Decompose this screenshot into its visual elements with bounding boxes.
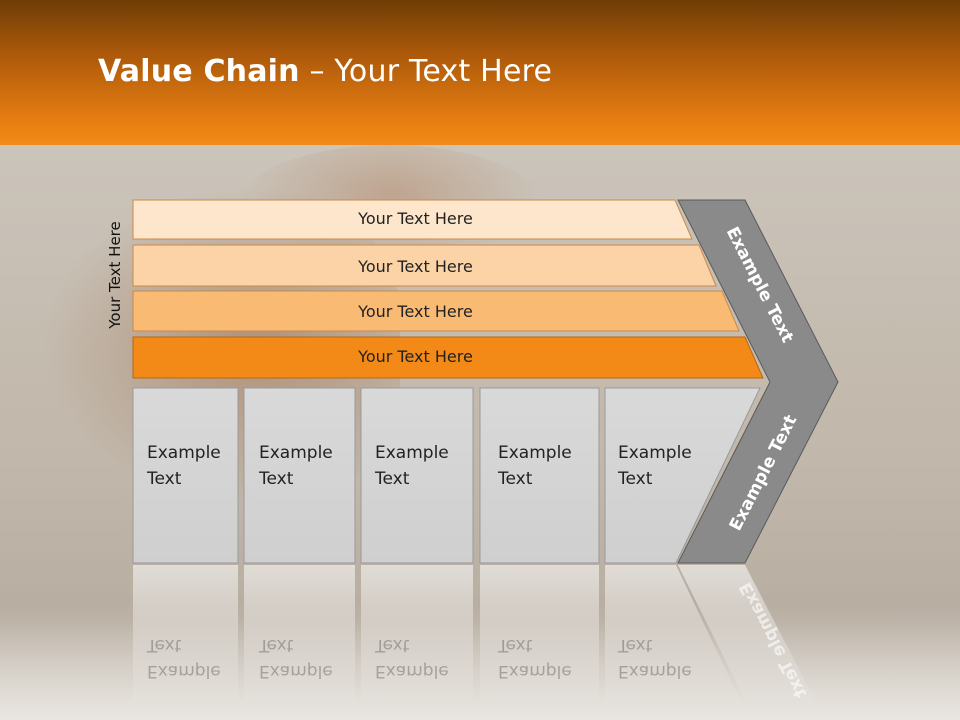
box-4-refl-line2: Text — [498, 635, 533, 655]
box-3-reflection — [361, 565, 473, 700]
box-4-refl-line1: Example — [498, 661, 572, 681]
box-5-line1: Example — [618, 443, 692, 463]
box-2 — [243, 387, 356, 564]
box-3-refl-line1: Example — [375, 661, 449, 681]
box-5-refl-line1: Example — [618, 661, 692, 681]
bar-label-3: Your Text Here — [358, 302, 473, 321]
box-5-line2: Text — [618, 469, 653, 489]
header-banner — [0, 0, 960, 145]
box-1 — [132, 387, 239, 564]
box-3-line2: Text — [375, 469, 410, 489]
chevron-reflection — [678, 565, 815, 700]
box-label-2-reflection: Example Text — [259, 632, 354, 684]
box-3-line1: Example — [375, 443, 449, 463]
bar-1 — [132, 199, 693, 240]
box-5-refl-line2: Text — [618, 635, 653, 655]
box-2-reflection — [244, 565, 355, 700]
box-2-line1: Example — [259, 443, 333, 463]
box-1-line2: Text — [147, 469, 182, 489]
box-2-line2: Text — [259, 469, 294, 489]
box-4-reflection — [480, 565, 599, 700]
box-1-reflection — [133, 565, 238, 700]
bar-3 — [132, 290, 740, 332]
page-title: Value Chain – Your Text Here — [98, 54, 552, 89]
box-label-4-reflection: Example Text — [498, 632, 593, 684]
bar-label-4: Your Text Here — [358, 347, 473, 366]
title-bold: Value Chain — [98, 54, 300, 89]
box-5 — [604, 387, 761, 564]
box-3 — [360, 387, 474, 564]
box-label-1-reflection: Example Text — [147, 632, 242, 684]
bar-label-2: Your Text Here — [358, 257, 473, 276]
box-4-line2: Text — [498, 469, 533, 489]
box-2-refl-line2: Text — [259, 635, 294, 655]
title-rest: – Your Text Here — [299, 54, 553, 89]
box-4 — [479, 387, 600, 564]
box-3-refl-line2: Text — [375, 635, 410, 655]
box-4-line1: Example — [498, 443, 572, 463]
box-5-reflection — [605, 565, 740, 700]
box-1-line1: Example — [147, 443, 221, 463]
box-1-refl-line2: Text — [147, 635, 182, 655]
bar-4 — [132, 336, 764, 379]
chevron-arrow — [677, 199, 839, 564]
box-1-refl-line1: Example — [147, 661, 221, 681]
box-label-3-reflection: Example Text — [375, 632, 470, 684]
bar-label-1: Your Text Here — [358, 209, 473, 228]
bar-2 — [132, 244, 717, 287]
box-2-refl-line1: Example — [259, 661, 333, 681]
box-label-5-reflection: Example Text — [618, 632, 713, 684]
